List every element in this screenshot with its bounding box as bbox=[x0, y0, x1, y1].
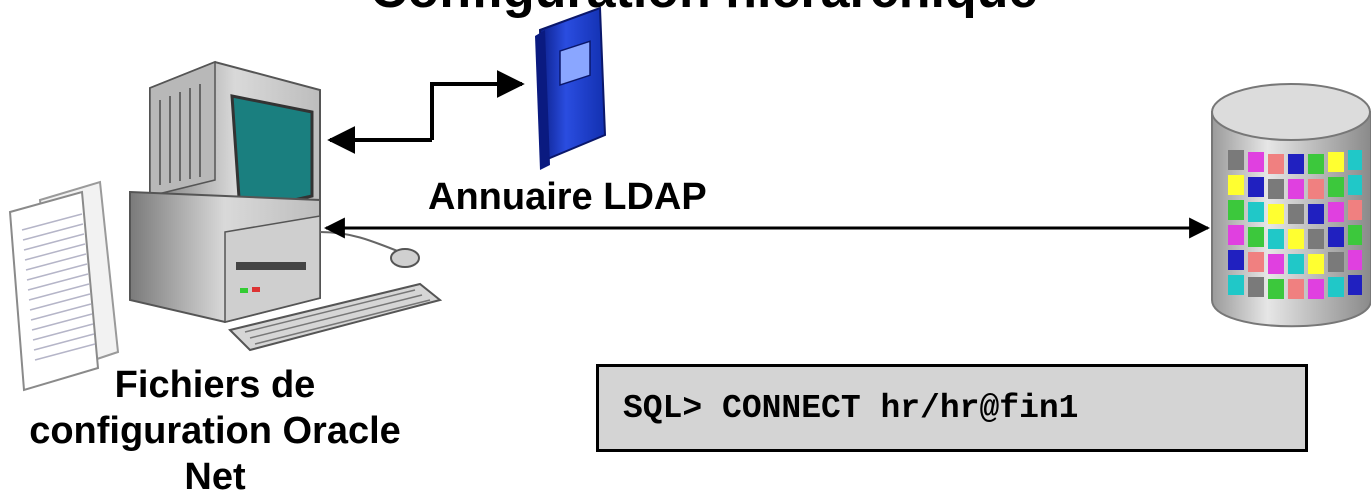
config-files-label: Fichiers de configuration Oracle Net bbox=[0, 362, 430, 500]
document-icon bbox=[8, 180, 120, 392]
mouse-icon bbox=[319, 231, 420, 268]
database-data-blocks bbox=[1228, 150, 1362, 299]
database-icon bbox=[1211, 83, 1371, 328]
keyboard-icon bbox=[228, 282, 443, 352]
sql-command-text: SQL> CONNECT hr/hr@fin1 bbox=[623, 389, 1079, 427]
config-label-line1: Fichiers de bbox=[114, 364, 316, 406]
diagram-canvas bbox=[8, 6, 1371, 392]
computer-icon bbox=[129, 60, 321, 324]
ldap-label: Annuaire LDAP bbox=[428, 176, 707, 218]
book-icon bbox=[535, 6, 607, 170]
config-label-line2: configuration Oracle Net bbox=[29, 410, 401, 498]
sql-command-box: SQL> CONNECT hr/hr@fin1 bbox=[596, 364, 1308, 452]
diagram-title: Configuration hiérarchique bbox=[370, 0, 1037, 20]
ldap-lookup-arrow bbox=[327, 70, 525, 154]
